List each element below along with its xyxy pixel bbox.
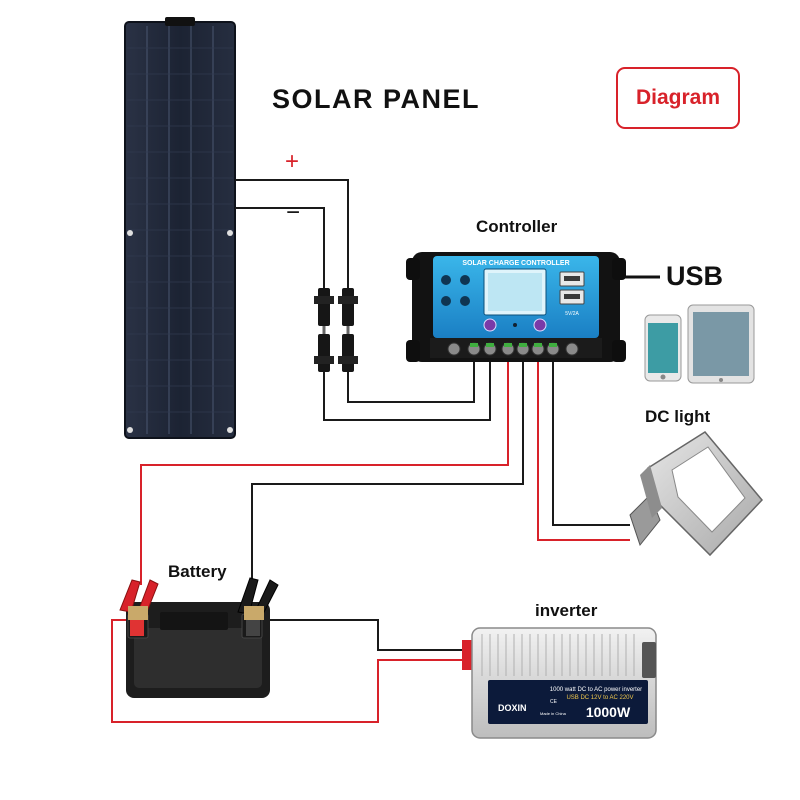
diagram-badge-label: Diagram (635, 86, 721, 109)
red-clamp (119, 579, 159, 620)
negative-sign: − (286, 199, 301, 226)
battery-label: Battery (168, 562, 227, 581)
usb-label: USB (666, 261, 724, 291)
controller-usb-rating: 5V/2A (565, 311, 579, 317)
inverter-description: 1000 watt DC to AC power inverter (550, 687, 642, 693)
controller-header: SOLAR CHARGE CONTROLLER (462, 260, 569, 267)
solar-panel (124, 17, 236, 439)
black-clamp (237, 577, 279, 620)
inverter-ce: CE (550, 699, 558, 705)
power-inverter: DOXIN 1000 watt DC to AC power inverter … (462, 627, 657, 739)
inverter-spec: USB DC 12V to AC 220V (566, 695, 633, 701)
mc4-connectors (314, 288, 358, 372)
inverter-brand: DOXIN (498, 703, 527, 713)
page-title: SOLAR PANEL (272, 84, 481, 114)
battery (126, 602, 270, 698)
dc-light-label: DC light (645, 407, 711, 426)
controller-label: Controller (476, 217, 558, 236)
phone (644, 314, 682, 382)
inverter-label: inverter (535, 601, 598, 620)
wires (111, 179, 660, 723)
diagram-badge: Diagram (616, 67, 740, 129)
inverter-origin: Made in China (540, 711, 567, 716)
dc-floodlight (629, 431, 764, 557)
inverter-power: 1000W (586, 704, 631, 720)
positive-sign: + (285, 148, 300, 175)
tablet (687, 304, 755, 384)
charge-controller: SOLAR CHARGE CONTROLLER 5V/2A (406, 252, 626, 362)
